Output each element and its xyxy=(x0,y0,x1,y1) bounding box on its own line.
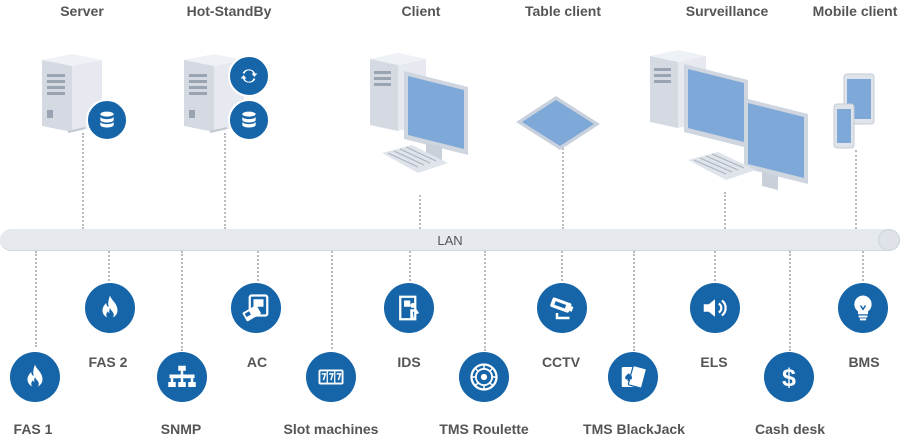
bms-connector xyxy=(862,251,864,281)
ac-label: AC xyxy=(246,354,268,370)
tms-blackjack-label: TMS BlackJack xyxy=(583,421,685,437)
client-connector xyxy=(419,195,421,229)
client-label: Client xyxy=(401,3,441,19)
els-speaker-icon[interactable] xyxy=(690,283,740,333)
table-client-device xyxy=(516,96,600,150)
hot-standby-connector xyxy=(224,133,226,229)
hot-standby-label: Hot-StandBy xyxy=(186,3,272,19)
surveillance-workstation xyxy=(650,50,808,190)
client-computer xyxy=(370,53,468,173)
mobile-client-connector xyxy=(855,150,857,229)
bms-lightbulb-icon[interactable] xyxy=(838,283,888,333)
cctv-security-camera-icon[interactable] xyxy=(537,283,587,333)
lan-bar-end xyxy=(878,229,900,251)
server-label: Server xyxy=(60,3,104,19)
fas1-flame-icon[interactable] xyxy=(10,352,60,402)
tms-blackjack-cards-icon[interactable] xyxy=(608,352,658,402)
fas2-connector xyxy=(108,251,110,281)
cctv-label: CCTV xyxy=(541,354,581,370)
els-label: ELS xyxy=(700,354,728,370)
server-device xyxy=(42,54,102,133)
slot-machines-connector xyxy=(331,251,333,349)
els-connector xyxy=(714,251,716,281)
server-database-icon xyxy=(86,99,128,141)
surveillance-label: Surveillance xyxy=(685,3,769,19)
tms-roulette-wheel-icon[interactable] xyxy=(459,352,509,402)
fas1-connector xyxy=(35,251,37,347)
tms-roulette-label: TMS Roulette xyxy=(439,421,529,437)
fas1-label: FAS 1 xyxy=(13,421,53,437)
snmp-label: SNMP xyxy=(160,421,202,437)
fas2-label: FAS 2 xyxy=(88,354,128,370)
table-client-label: Table client xyxy=(525,3,601,19)
ids-connector xyxy=(409,251,411,281)
server-connector xyxy=(82,133,84,229)
mobile-client-devices xyxy=(833,73,875,149)
cctv-connector xyxy=(561,251,563,281)
lan-bar xyxy=(0,229,900,251)
slot-machines-777-icon[interactable] xyxy=(306,352,356,402)
lan-label: LAN xyxy=(437,233,463,248)
ids-label: IDS xyxy=(397,354,421,370)
bms-label: BMS xyxy=(848,354,880,370)
tms-roulette-connector xyxy=(484,251,486,351)
snmp-network-switch-icon[interactable] xyxy=(157,352,207,402)
ac-access-card-icon[interactable] xyxy=(231,283,281,333)
cash-desk-connector xyxy=(789,251,791,351)
tms-blackjack-connector xyxy=(633,251,635,351)
mobile-client-label: Mobile client xyxy=(812,3,898,19)
slot-machines-label: Slot machines xyxy=(283,421,379,437)
ids-door-intrusion-icon[interactable] xyxy=(384,283,434,333)
table-client-connector xyxy=(562,145,564,229)
snmp-connector xyxy=(181,251,183,351)
fas2-flame-icon[interactable] xyxy=(85,283,135,333)
sync-icon xyxy=(228,55,270,97)
cash-desk-dollar-icon[interactable]: $ xyxy=(764,352,814,402)
svg-text:$: $ xyxy=(782,364,796,392)
ac-connector xyxy=(257,251,259,281)
cash-desk-label: Cash desk xyxy=(754,421,826,437)
surveillance-connector xyxy=(724,192,726,229)
hot-standby-database-icon xyxy=(228,99,270,141)
